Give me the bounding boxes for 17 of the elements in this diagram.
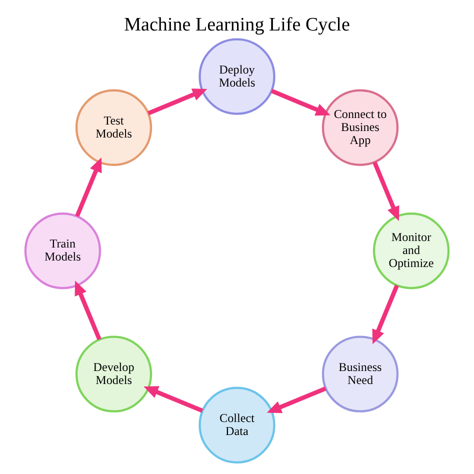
arrow: [372, 284, 399, 344]
arrow: [148, 88, 208, 116]
node-circle: Connect to Busines App: [322, 89, 399, 166]
arrow: [266, 386, 326, 414]
arrow: [75, 157, 102, 218]
node-circle: Collect Data: [198, 386, 276, 464]
node-circle: Business Need: [322, 336, 399, 412]
arrow: [144, 386, 204, 413]
node-circle: Train Models: [24, 212, 102, 290]
node-circle: Monitor and Optimize: [372, 212, 450, 290]
diagram-title: Machine Learning Life Cycle: [124, 14, 350, 36]
node-circle: Test Models: [75, 89, 152, 166]
node-circle: Develop Models: [75, 336, 152, 412]
arrow: [270, 88, 330, 116]
node-circle: Deploy Models: [198, 38, 276, 115]
arrow: [74, 280, 102, 340]
arrow: [372, 161, 400, 222]
